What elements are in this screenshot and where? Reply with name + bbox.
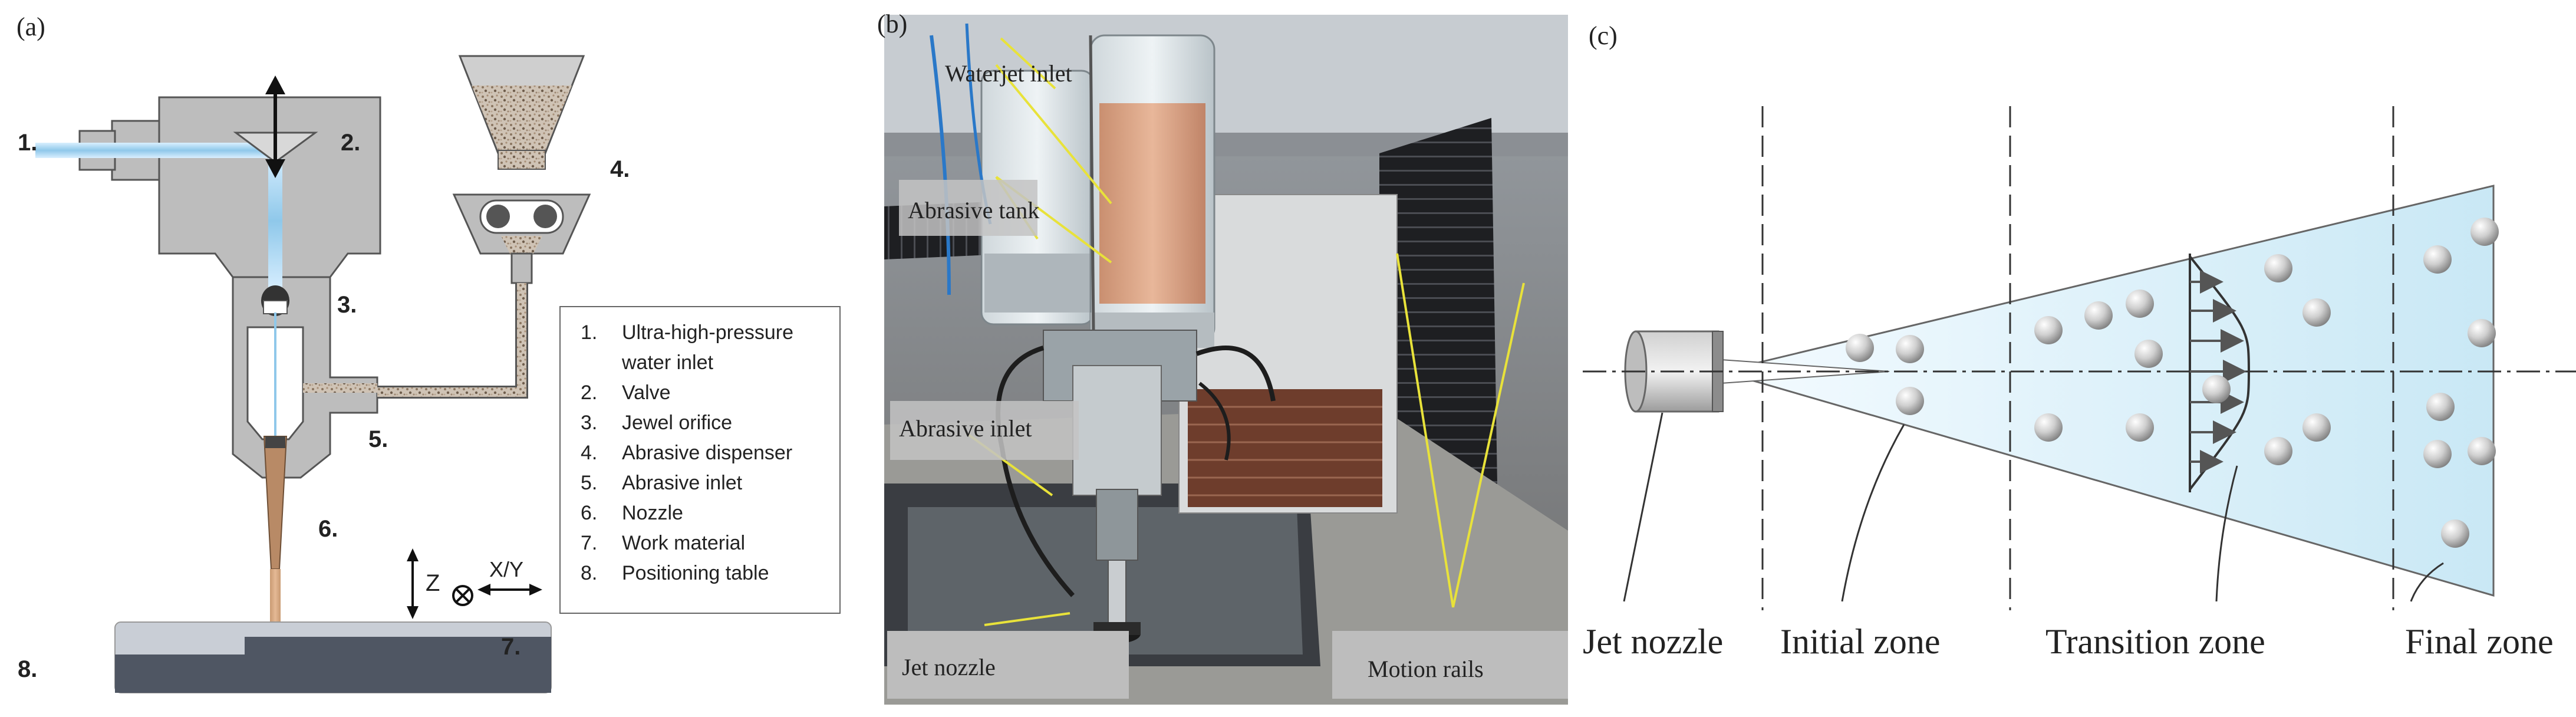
particle <box>2423 245 2452 274</box>
axes-indicator <box>407 548 542 619</box>
nozzle <box>263 436 288 570</box>
legend-text: Ultra-high-pressure <box>622 321 793 344</box>
particle <box>2423 440 2452 468</box>
particle <box>2126 290 2154 318</box>
particle <box>1896 387 1924 415</box>
machine-photo-illustration: (b) Waterjet inlet Abrasive tank Abrasiv… <box>877 9 1568 705</box>
positioning-table <box>115 637 551 693</box>
abrasive-waterjet-stream <box>270 569 281 634</box>
abrasive-particles <box>1846 218 2499 548</box>
zone-leader-lines <box>1623 412 2444 602</box>
legend-text: Jewel orifice <box>622 412 732 434</box>
panel-c-letter: (c) <box>1589 21 1618 50</box>
abrasive-feed-pipe <box>303 383 377 393</box>
particle <box>2034 316 2063 344</box>
legend-number: 4. <box>581 442 597 464</box>
label-abrasive-inlet: Abrasive inlet <box>899 415 1032 442</box>
label-waterjet-inlet: Waterjet inlet <box>945 60 1072 87</box>
legend-number: 1. <box>581 321 597 344</box>
particle <box>2034 413 2063 442</box>
particle <box>1846 334 1874 362</box>
particle <box>2264 437 2292 465</box>
panel-b-letter: (b) <box>877 9 907 38</box>
panel-a-letter: (a) <box>17 12 45 41</box>
legend-text: Abrasive inlet <box>622 472 743 494</box>
legend-number: 5. <box>581 472 597 494</box>
panel-c-jet-zones: (c) <box>1583 0 2576 717</box>
callout-7: 7. <box>501 634 521 660</box>
legend-number: 8. <box>581 562 597 584</box>
callout-6: 6. <box>318 516 338 542</box>
jet-zone-diagram: (c) <box>1583 21 2576 661</box>
label-motion-rails: Motion rails <box>1368 656 1484 682</box>
zone-dividers <box>1761 106 2394 610</box>
particle <box>2426 393 2455 421</box>
legend-number: 3. <box>581 412 597 434</box>
axis-xy-label: X/Y <box>489 557 523 581</box>
component-legend: 1. Ultra-high-pressure water inlet 2. Valve 3… <box>559 306 841 614</box>
particle <box>2302 413 2331 442</box>
particle <box>2441 519 2469 548</box>
legend-text: Abrasive dispenser <box>622 442 792 464</box>
label-jet-nozzle: Jet nozzle <box>1583 622 1723 661</box>
callout-3: 3. <box>337 292 357 318</box>
legend-text: Valve <box>622 381 671 404</box>
particle <box>1896 335 1924 363</box>
particle <box>2302 298 2331 327</box>
abrasive-feed-line <box>377 283 526 397</box>
particle <box>2470 218 2499 246</box>
callout-2: 2. <box>341 130 360 156</box>
particle <box>2126 413 2154 442</box>
callout-4: 4. <box>610 156 630 182</box>
particle <box>2134 340 2163 368</box>
legend-text: water inlet <box>621 351 714 374</box>
particle <box>2202 375 2231 403</box>
particle <box>2084 301 2113 330</box>
legend-number: 6. <box>581 502 597 524</box>
callout-5: 5. <box>368 426 388 452</box>
legend-text: Positioning table <box>622 562 769 584</box>
label-jet-nozzle-photo: Jet nozzle <box>902 654 996 680</box>
label-abrasive-tank: Abrasive tank <box>908 197 1039 223</box>
panel-b-photo: (b) Waterjet inlet Abrasive tank Abrasiv… <box>849 0 1583 717</box>
valve-motion-arrow <box>265 75 285 178</box>
abrasive-hopper <box>452 55 591 284</box>
legend-text: Nozzle <box>622 502 683 524</box>
particle <box>2468 319 2496 347</box>
label-final-zone: Final zone <box>2405 622 2554 661</box>
label-initial-zone: Initial zone <box>1780 622 1941 661</box>
particle <box>2264 254 2292 282</box>
label-transition-zone: Transition zone <box>2045 622 2265 661</box>
callout-8: 8. <box>18 656 37 682</box>
legend-number: 7. <box>581 532 597 554</box>
particle <box>2468 437 2496 465</box>
axis-z-label: Z <box>426 570 440 596</box>
water-pipe <box>35 143 275 158</box>
legend-number: 2. <box>581 381 597 404</box>
panel-a-schematic: (a) <box>0 0 849 717</box>
waterjet-schematic: (a) <box>17 12 841 693</box>
callout-1: 1. <box>18 130 37 156</box>
legend-text: Work material <box>622 532 745 554</box>
jet-spray-cone <box>1718 185 2495 597</box>
